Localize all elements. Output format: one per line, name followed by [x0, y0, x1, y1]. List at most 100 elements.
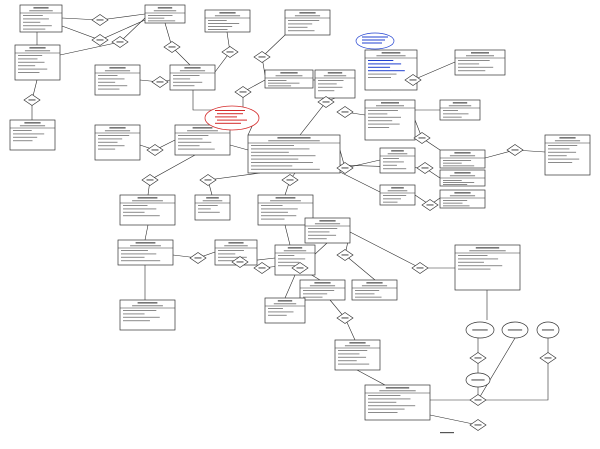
entity-code	[187, 130, 218, 132]
entity-attribute	[383, 161, 404, 163]
entity-attribute	[278, 265, 295, 267]
entity-attribute	[368, 408, 405, 410]
entity-attribute	[318, 83, 337, 85]
connector-line	[339, 171, 381, 193]
entity-attribute	[443, 160, 472, 161]
entity-attribute	[303, 296, 323, 298]
entity-title	[385, 387, 410, 389]
entity-box	[544, 134, 591, 176]
relationship-diamond	[411, 262, 429, 274]
entity-attribute	[368, 395, 401, 396]
connector-line	[356, 369, 386, 386]
entity-box	[14, 44, 61, 81]
entity-box	[439, 149, 486, 169]
entity-code	[19, 125, 46, 127]
entity-attribute	[23, 25, 52, 27]
entity-title	[475, 247, 500, 249]
relationship-diamond	[281, 174, 299, 186]
entity-frame	[119, 194, 176, 226]
relationship-label	[416, 267, 424, 269]
entity-title	[287, 247, 303, 249]
entity-attribute	[98, 75, 118, 76]
connector-line	[147, 154, 196, 196]
entity-attribute	[218, 256, 247, 258]
entity-box	[304, 217, 351, 244]
entity-attribute	[13, 133, 45, 135]
entity-attribute	[208, 23, 240, 24]
attribute-label	[541, 329, 555, 331]
entity-title	[381, 52, 401, 54]
entity-box	[264, 297, 306, 324]
entity-attribute	[173, 78, 191, 80]
attribute-label	[471, 379, 485, 381]
relationship-label	[296, 267, 304, 269]
entity-box	[264, 69, 314, 89]
entity-title	[314, 282, 331, 284]
entity-title	[109, 127, 126, 129]
entity-attribute	[458, 265, 503, 267]
entity-frame	[454, 49, 506, 76]
entity-attribute	[458, 66, 494, 68]
entity-code	[309, 285, 336, 287]
entity-attribute	[458, 268, 491, 270]
relationship-label	[204, 179, 212, 181]
entity-box	[174, 124, 231, 156]
relationship-label	[28, 99, 36, 101]
entity-box	[299, 279, 346, 301]
entity-title	[391, 187, 404, 189]
connector-line	[429, 414, 479, 426]
entity-attribute	[251, 165, 293, 167]
entity-attribute	[458, 261, 484, 263]
entity-box	[194, 194, 231, 221]
footer-label	[440, 432, 454, 434]
entity-code	[132, 200, 163, 202]
connector-line	[207, 172, 261, 196]
entity-attribute	[261, 218, 285, 220]
entity-attribute	[23, 15, 43, 16]
entity-box	[119, 299, 176, 331]
annotation-blue	[355, 32, 395, 50]
relationship-label	[96, 39, 104, 41]
entity-title	[135, 242, 156, 244]
entity-attribute	[98, 78, 125, 80]
relationship-label	[116, 41, 124, 43]
relationship-diamond	[234, 86, 252, 98]
entity-code	[323, 75, 347, 77]
entity-attribute	[338, 360, 357, 362]
entity-attribute	[23, 21, 41, 23]
attribute-label	[472, 329, 488, 331]
relationship-diamond	[421, 199, 439, 211]
entity-attribute	[278, 258, 306, 260]
connector-line	[477, 337, 516, 401]
entity-code	[376, 55, 406, 57]
entity-attribute	[548, 162, 573, 163]
entity-code	[29, 10, 53, 12]
entity-frame	[284, 9, 331, 36]
entity-box	[284, 9, 331, 36]
entity-frame	[94, 64, 141, 96]
entity-box	[19, 4, 63, 33]
entity-title	[319, 220, 336, 222]
entity-attribute	[23, 18, 49, 20]
entity-attribute	[98, 141, 118, 143]
entity-attribute	[548, 151, 577, 153]
entity-attribute	[383, 201, 398, 203]
entity-frame	[379, 147, 416, 174]
entity-attribute	[208, 26, 233, 27]
entity-title	[280, 72, 298, 74]
entity-box	[454, 244, 521, 291]
entity-code	[554, 140, 581, 142]
entity-attribute	[548, 155, 567, 157]
entity-attribute	[123, 313, 145, 315]
entity-attribute	[308, 238, 327, 240]
connector-line	[349, 231, 455, 269]
entity-attribute	[318, 86, 343, 88]
entity-attribute	[443, 202, 463, 204]
entity-attribute	[123, 320, 150, 322]
relationship-diamond	[23, 94, 41, 106]
entity-box	[257, 194, 314, 226]
entity-title	[559, 137, 576, 139]
entity-attribute	[98, 88, 120, 90]
relationship-label	[156, 81, 164, 83]
entity-code	[387, 190, 408, 192]
